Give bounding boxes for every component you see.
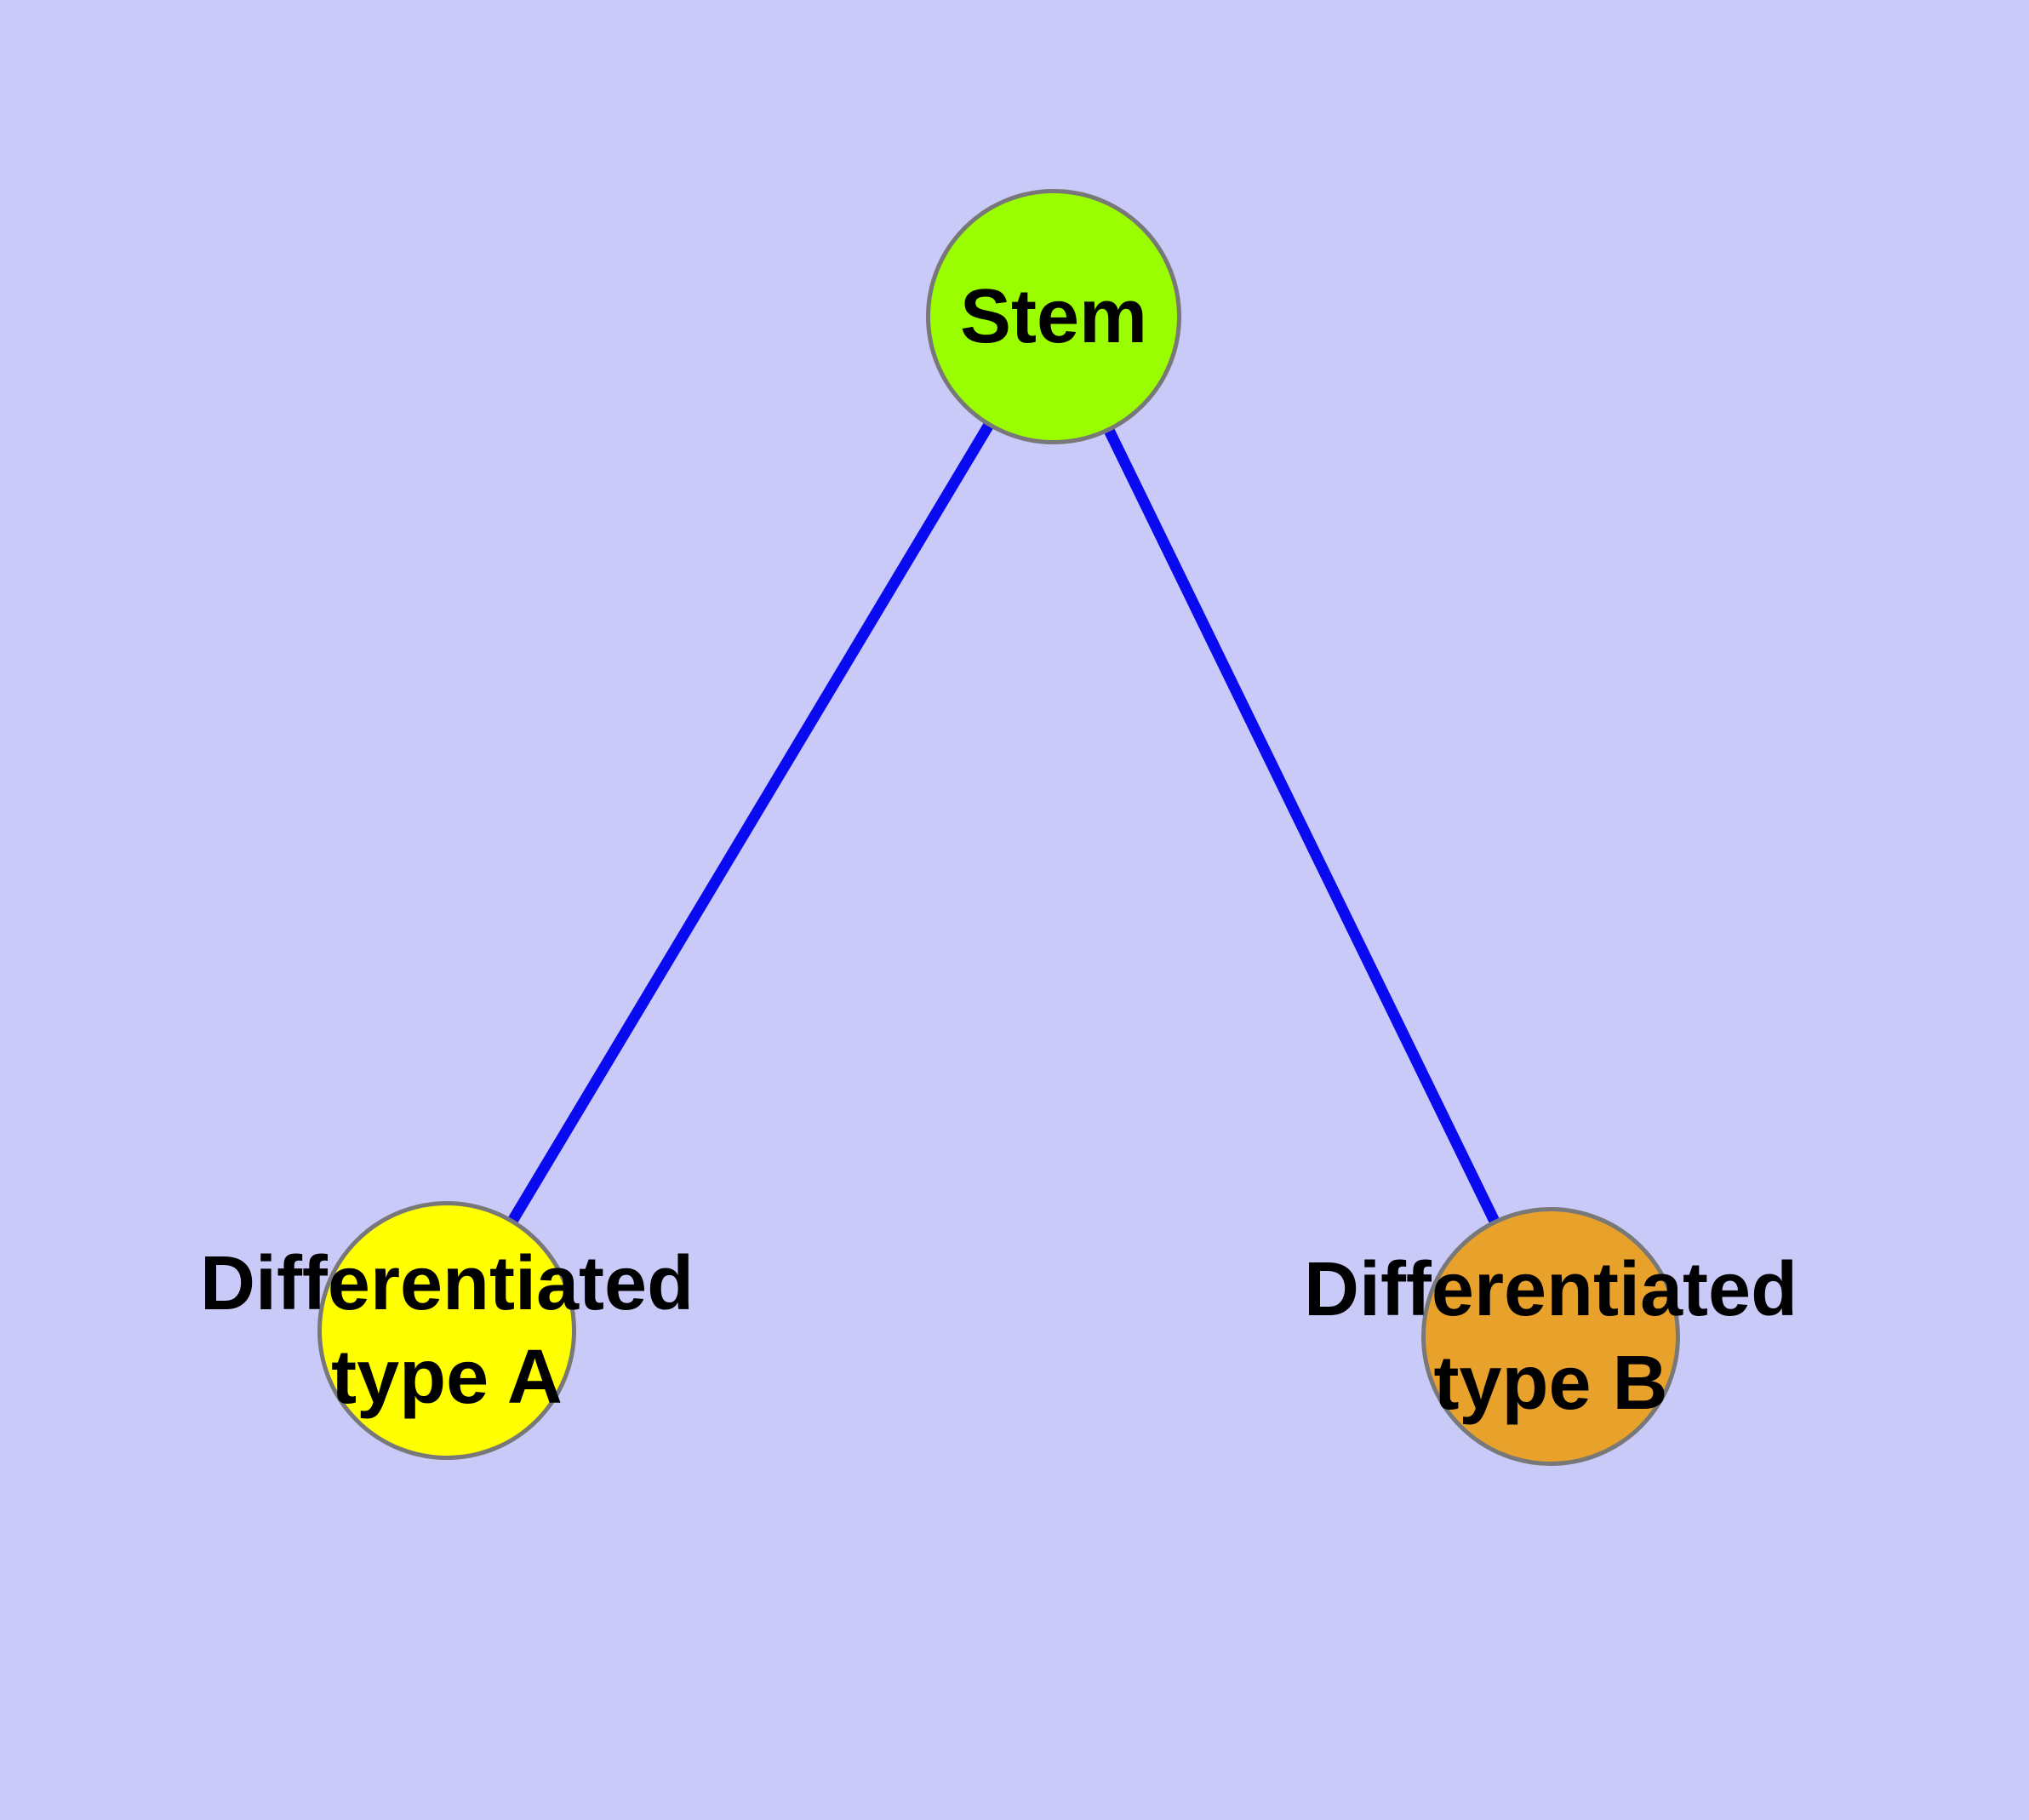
edge-stem-to-differentiated-type-b <box>1049 314 1556 1339</box>
node-stem-label-text: Stem <box>959 274 1148 359</box>
node-differentiated-type-a-circle <box>317 1201 576 1460</box>
node-stem-label: Stem <box>960 270 1147 363</box>
node-differentiated-type-b-label-line-1: Differentiated <box>1303 1247 1798 1332</box>
node-differentiated-type-b-label: Differentiated type B <box>1304 1243 1798 1430</box>
node-stem-circle <box>926 189 1181 444</box>
node-differentiated-type-a-label: Differentiated type A <box>200 1237 694 1424</box>
edge-stem-to-differentiated-type-a <box>442 313 1059 1334</box>
node-differentiated-type-b-label-line-2: type B <box>1433 1341 1668 1426</box>
node-differentiated-type-a-label-line-1: Differentiated <box>199 1241 694 1326</box>
node-differentiated-type-b-circle <box>1421 1207 1680 1466</box>
node-differentiated-type-a-label-line-2: type A <box>331 1335 563 1420</box>
